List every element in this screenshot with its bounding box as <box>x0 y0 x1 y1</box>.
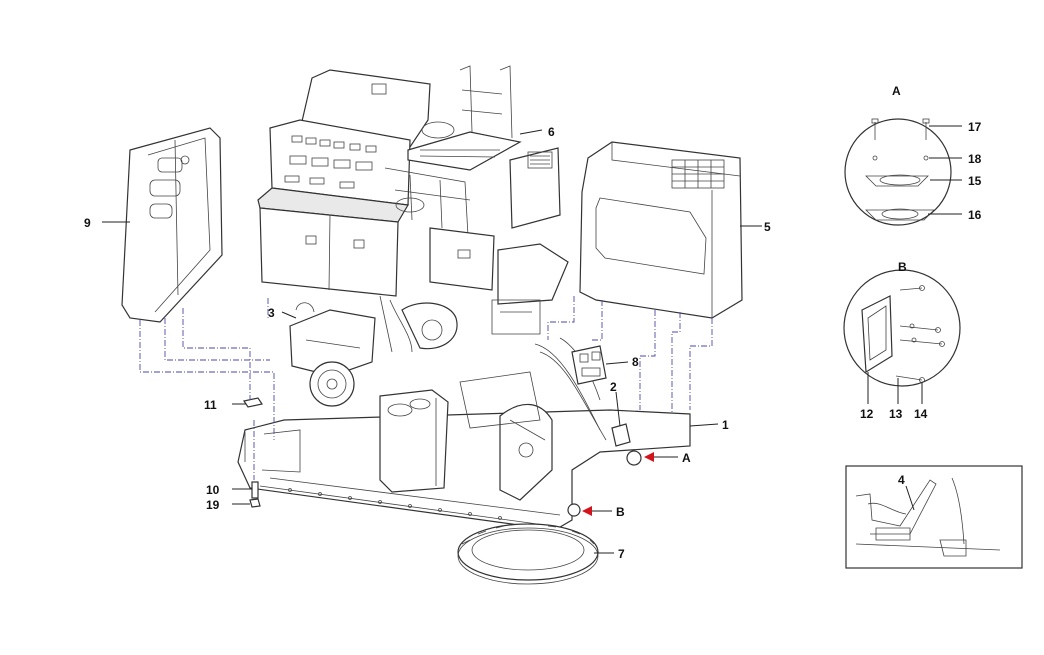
label-16: 16 <box>968 208 982 222</box>
leader-lines <box>102 129 762 554</box>
detail-4-hose-box <box>845 465 1023 569</box>
control-panel-buttons <box>284 135 377 189</box>
label-2: 2 <box>610 380 617 394</box>
label-12: 12 <box>860 407 874 421</box>
label-6: 6 <box>548 125 555 139</box>
label-7: 7 <box>618 547 625 561</box>
part-19-nut <box>249 498 261 508</box>
label-13: 13 <box>889 407 903 421</box>
label-a-arrow: A <box>682 451 691 465</box>
label-3: 3 <box>268 306 275 320</box>
label-17: 17 <box>968 120 982 134</box>
cab-roof-vent-grid <box>671 159 725 189</box>
part-8-valve-block <box>571 345 607 385</box>
part-2-fitting <box>611 423 642 466</box>
detail-a-title: A <box>892 84 901 98</box>
part-7-slewing-ring <box>457 523 599 585</box>
part-5-operator-cab <box>579 141 743 319</box>
pointer-arrow-a <box>644 452 678 462</box>
detail-a-callout <box>844 118 962 226</box>
frame-bolt-holes <box>288 488 502 520</box>
alignment-dash-lines <box>139 296 713 480</box>
part-9-side-panel <box>121 127 223 323</box>
label-5: 5 <box>764 220 771 234</box>
part-10-bolt <box>251 481 259 499</box>
part-11-washer <box>243 397 263 408</box>
detail-b-callout <box>843 269 961 404</box>
label-9: 9 <box>84 216 91 230</box>
label-8: 8 <box>632 355 639 369</box>
part-3-engine <box>289 295 458 407</box>
label-1: 1 <box>722 418 729 432</box>
railing-structure <box>384 65 522 237</box>
upper-hood-assembly <box>257 65 569 335</box>
label-4: 4 <box>898 473 905 487</box>
label-19: 19 <box>206 498 220 512</box>
label-11: 11 <box>204 398 217 412</box>
label-b-arrow: B <box>616 505 625 519</box>
label-15: 15 <box>968 174 982 188</box>
label-18: 18 <box>968 152 982 166</box>
label-10: 10 <box>206 483 220 497</box>
label-14: 14 <box>914 407 928 421</box>
detail-b-title: B <box>898 260 907 274</box>
pointer-arrow-b <box>567 503 612 517</box>
